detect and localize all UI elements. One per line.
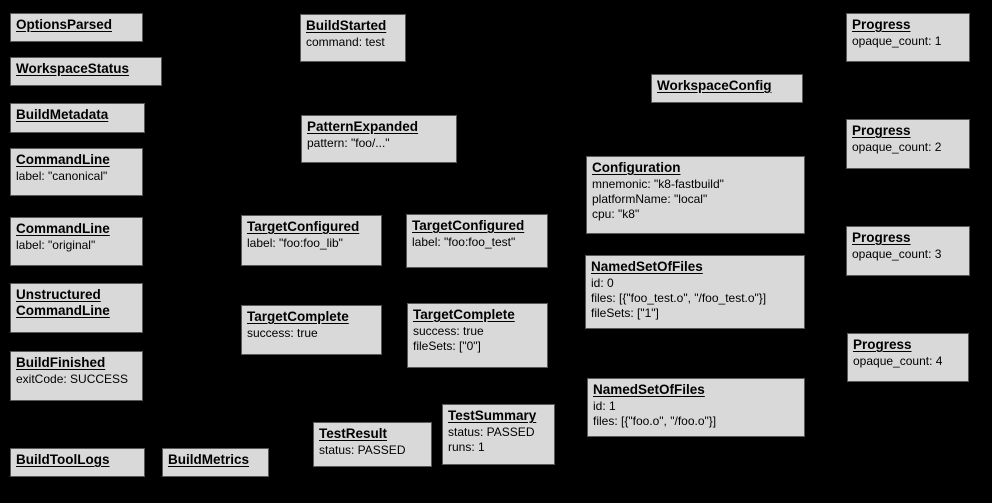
event-fields: success: true (247, 326, 376, 341)
event-title: WorkspaceConfig (657, 78, 772, 93)
event-field: label: "canonical" (16, 169, 108, 183)
event-title: Unstructured CommandLine (16, 287, 110, 318)
event-field: runs: 1 (448, 440, 485, 454)
event-title: CommandLine (16, 221, 110, 236)
event-fields: mnemonic: "k8-fastbuild"platformName: "l… (592, 177, 799, 222)
event-box-unstructured-command-line: Unstructured CommandLine (10, 283, 143, 333)
event-fields: label: "foo:foo_test" (412, 235, 542, 250)
event-field: id: 0 (591, 276, 614, 290)
event-field: opaque_count: 2 (852, 140, 942, 154)
event-title: BuildToolLogs (16, 452, 110, 467)
event-title: OptionsParsed (16, 17, 113, 32)
event-box-workspace-config: WorkspaceConfig (651, 74, 803, 103)
event-title: TestSummary (448, 408, 537, 423)
event-field: status: PASSED (319, 443, 406, 457)
event-box-workspace-status: WorkspaceStatus (10, 57, 162, 86)
event-box-target-complete-lib: TargetComplete success: true (241, 305, 382, 355)
event-box-options-parsed: OptionsParsed (10, 13, 143, 42)
event-box-command-line-original: CommandLine label: "original" (10, 217, 143, 266)
event-title: WorkspaceStatus (16, 61, 130, 76)
event-box-build-metrics: BuildMetrics (162, 448, 269, 477)
event-title: BuildStarted (306, 18, 387, 33)
event-title: CommandLine (16, 152, 110, 167)
event-box-target-configured-foo-test: TargetConfigured label: "foo:foo_test" (406, 214, 548, 268)
event-title: Progress (852, 17, 911, 32)
event-box-pattern-expanded: PatternExpanded pattern: "foo/..." (301, 115, 457, 163)
event-field: success: true (247, 326, 318, 340)
event-fields: exitCode: SUCCESS (16, 372, 137, 387)
event-field: status: PASSED (448, 425, 535, 439)
event-field: opaque_count: 3 (852, 247, 942, 261)
event-box-test-result: TestResult status: PASSED (313, 422, 432, 467)
event-title: TargetComplete (247, 309, 349, 324)
event-field: fileSets: ["0"] (413, 339, 481, 353)
event-box-build-tool-logs: BuildToolLogs (10, 448, 145, 477)
event-title: NamedSetOfFiles (591, 259, 703, 274)
event-field: files: [{"foo.o", "/foo.o"}] (593, 414, 717, 428)
event-title: Progress (852, 123, 911, 138)
event-field: files: [{"foo_test.o", "/foo_test.o"}] (591, 291, 767, 305)
event-field: opaque_count: 4 (853, 354, 943, 368)
event-title: BuildMetrics (168, 452, 250, 467)
event-box-build-metadata: BuildMetadata (10, 103, 145, 133)
event-field: label: "original" (16, 238, 96, 252)
event-fields: opaque_count: 3 (852, 247, 964, 262)
event-box-progress-2: Progress opaque_count: 2 (846, 119, 970, 169)
event-field: label: "foo:foo_test" (412, 235, 516, 249)
event-title: PatternExpanded (307, 119, 419, 134)
event-box-progress-3: Progress opaque_count: 3 (846, 226, 970, 276)
event-field: success: true (413, 324, 484, 338)
event-fields: opaque_count: 2 (852, 140, 964, 155)
event-title: BuildMetadata (16, 107, 109, 122)
event-fields: command: test (306, 35, 400, 50)
event-fields: label: "canonical" (16, 169, 137, 184)
event-box-progress-1: Progress opaque_count: 1 (846, 13, 970, 62)
event-title: NamedSetOfFiles (593, 382, 705, 397)
event-title: Progress (853, 337, 912, 352)
event-field: pattern: "foo/..." (307, 136, 390, 150)
event-fields: pattern: "foo/..." (307, 136, 451, 151)
event-fields: label: "original" (16, 238, 137, 253)
event-field: mnemonic: "k8-fastbuild" (592, 177, 724, 191)
event-fields: opaque_count: 1 (852, 34, 964, 49)
event-title: TargetConfigured (247, 219, 360, 234)
event-field: command: test (306, 35, 385, 49)
event-box-build-finished: BuildFinished exitCode: SUCCESS (10, 351, 143, 401)
event-field: cpu: "k8" (592, 207, 640, 221)
event-title: BuildFinished (16, 355, 106, 370)
event-field: exitCode: SUCCESS (16, 372, 129, 386)
event-box-target-configured-foo-lib: TargetConfigured label: "foo:foo_lib" (241, 215, 382, 266)
event-title: TargetConfigured (412, 218, 525, 233)
event-box-progress-4: Progress opaque_count: 4 (847, 333, 969, 382)
event-field: id: 1 (593, 399, 616, 413)
event-title: Configuration (592, 160, 681, 175)
event-field: fileSets: ["1"] (591, 306, 659, 320)
event-title: Progress (852, 230, 911, 245)
event-title: TestResult (319, 426, 388, 441)
event-field: opaque_count: 1 (852, 34, 942, 48)
event-fields: opaque_count: 4 (853, 354, 963, 369)
event-fields: status: PASSED (319, 443, 426, 458)
event-box-build-started: BuildStarted command: test (300, 14, 406, 62)
event-field: platformName: "local" (592, 192, 708, 206)
event-fields: label: "foo:foo_lib" (247, 236, 376, 251)
event-box-command-line-canonical: CommandLine label: "canonical" (10, 148, 143, 196)
event-field: label: "foo:foo_lib" (247, 236, 343, 250)
event-box-configuration: Configuration mnemonic: "k8-fastbuild"pl… (586, 156, 805, 234)
event-title: TargetComplete (413, 307, 515, 322)
